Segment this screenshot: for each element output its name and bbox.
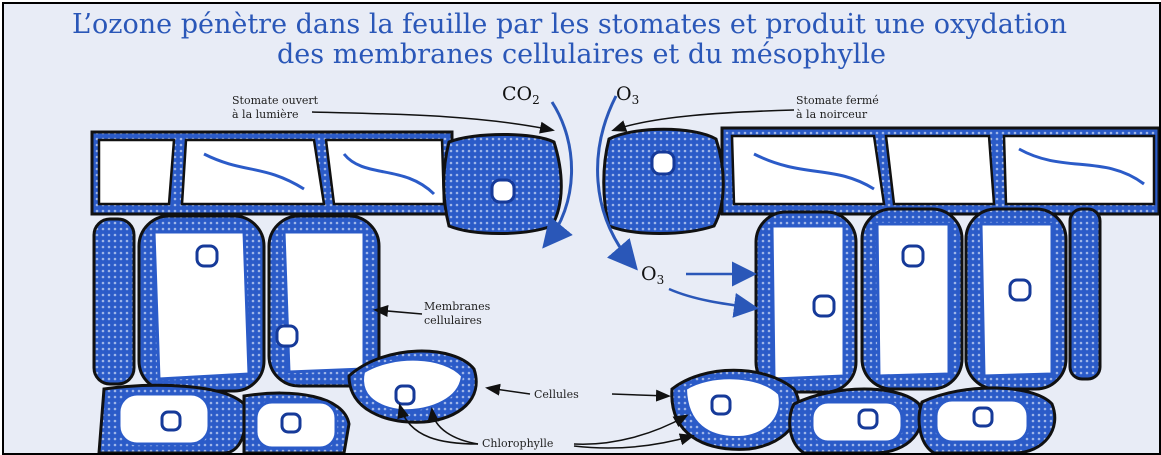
cells-label: Cellules [534, 388, 579, 401]
cells-leader-right [612, 394, 668, 396]
leaf-cross-section-diagram: CO2 O3 O3 Stomate ouvert à la lumière St… [4, 4, 1159, 453]
chlorophyll-label: Chlorophylle [482, 437, 553, 450]
guard-cell-closed [604, 129, 724, 233]
open-stomata-label-2: à la lumière [232, 108, 298, 121]
membranes-label-1: Membranes [424, 300, 491, 313]
membranes-label-2: cellulaires [424, 314, 482, 327]
upper-epidermis-right [722, 128, 1159, 214]
mesophyll-right [672, 209, 1100, 453]
closed-stomata-label-1: Stomate fermé [796, 94, 879, 107]
open-stomata-label-1: Stomate ouvert [232, 94, 319, 107]
chlorophyll-leader-right-1 [574, 416, 686, 444]
closed-stomata-label-2: à la noirceur [796, 108, 868, 121]
cells-leader-left [488, 388, 530, 394]
upper-epidermis-left [92, 132, 452, 214]
o3-top-label: O3 [616, 83, 639, 107]
o3-arrow-lower [669, 289, 754, 308]
guard-cell-open [444, 135, 562, 234]
o3-mid-label: O3 [641, 263, 664, 287]
open-stomata-leader [312, 112, 552, 130]
membranes-leader [376, 310, 422, 314]
co2-label: CO2 [502, 83, 540, 107]
mesophyll-left [94, 216, 476, 453]
